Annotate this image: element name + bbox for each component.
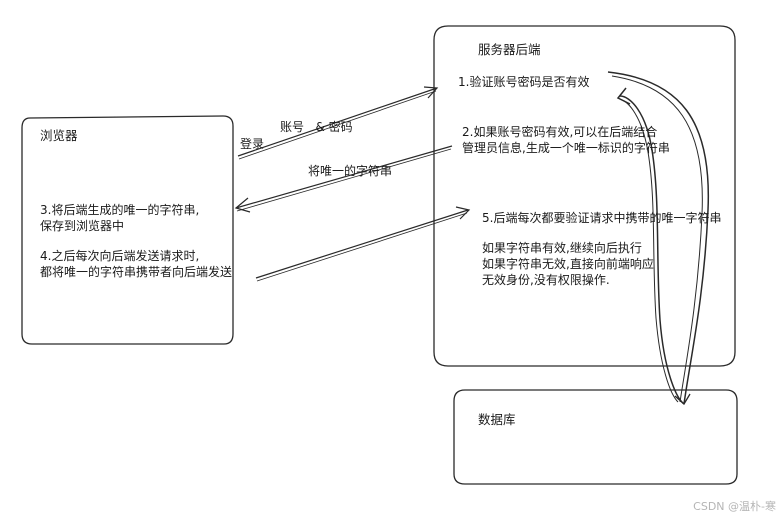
request-arrow [255,206,471,282]
browser-title: 浏览器 [40,128,78,143]
browser-box [21,115,234,345]
server-step1: 1.验证账号密码是否有效 [458,75,590,89]
login-arrow [237,86,439,160]
server-title: 服务器后端 [478,42,541,57]
server-invalid: 如果字符串无效,直接向前端响应 [482,257,654,271]
server-step5: 5.后端每次都要验证请求中携带的唯一字符串 [482,211,722,225]
server-no-permission: 无效身份,没有权限操作. [482,273,610,287]
browser-step3-line1: 3.将后端生成的唯一的字符串, [40,203,200,217]
credentials-label: 账号 & 密码 [280,120,353,134]
database-title: 数据库 [478,412,516,427]
server-step2-line2: 管理员信息,生成一个唯一标识的字符串 [462,141,670,155]
browser-step4-line1: 4.之后每次向后端发送请求时, [40,249,200,263]
unique-string-label: 将唯一的字符串 [308,164,393,178]
browser-step3-line2: 保存到浏览器中 [40,219,125,233]
browser-step4-line2: 都将唯一的字符串携带者向后端发送 [40,265,233,279]
login-label: 登录 [240,137,265,151]
server-valid: 如果字符串有效,继续向后执行 [482,241,642,255]
csdn-watermark: CSDN @温朴-寒 [693,500,776,513]
server-box [433,25,736,367]
server-step2-line1: 2.如果账号密码有效,可以在后端结合 [462,125,658,139]
return-arrow [234,145,453,213]
database-box [453,389,738,485]
database-loop-arrow [607,71,710,406]
